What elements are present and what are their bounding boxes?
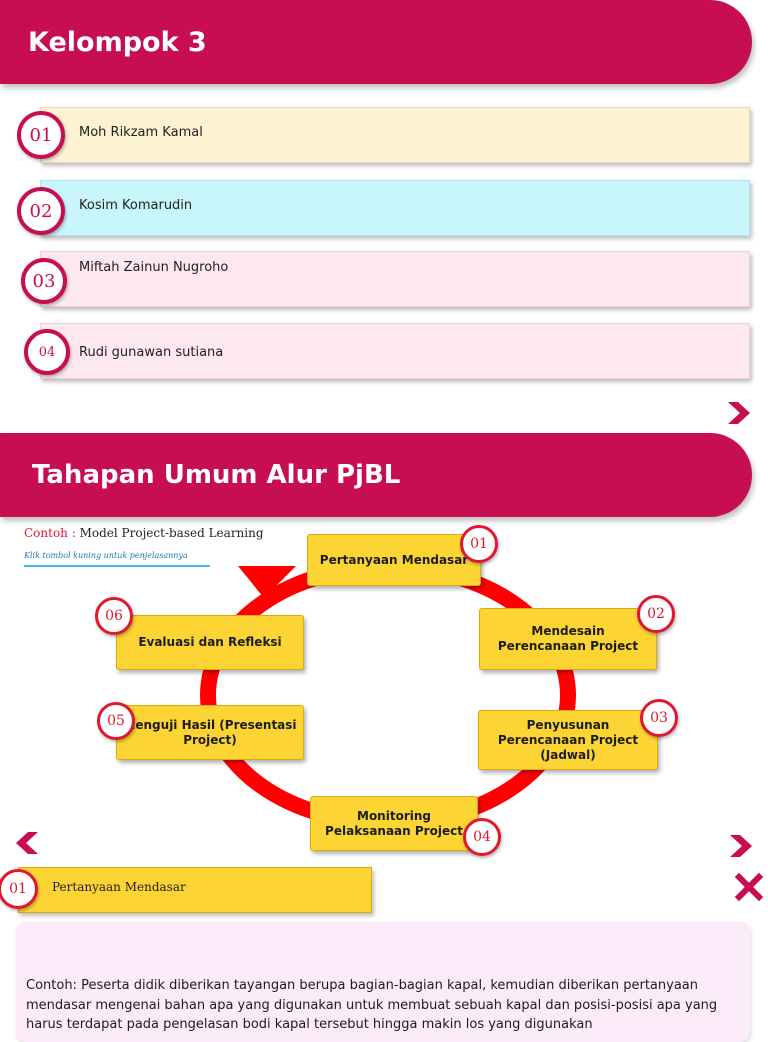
member-name: Rudi gunawan sutiana bbox=[79, 345, 224, 360]
member-number-badge: 04 bbox=[24, 329, 70, 375]
chevron-right-icon[interactable] bbox=[724, 398, 754, 428]
stages-title: Tahapan Umum Alur PjBL bbox=[32, 460, 401, 490]
member-number-badge: 03 bbox=[21, 258, 67, 304]
step-4-number: 04 bbox=[463, 818, 501, 856]
step-1-button[interactable]: Pertanyaan Mendasar bbox=[307, 534, 481, 586]
step-2-number: 02 bbox=[637, 595, 675, 633]
example-value: Model Project-based Learning bbox=[79, 526, 264, 540]
member-row-3: Miftah Zainun Nugroho bbox=[40, 251, 750, 307]
group-banner: Kelompok 3 bbox=[0, 0, 752, 84]
member-number-badge: 01 bbox=[17, 111, 65, 159]
close-icon[interactable] bbox=[734, 872, 764, 902]
step-5-number: 05 bbox=[97, 702, 135, 740]
detail-number: 01 bbox=[0, 869, 38, 909]
hint-underline bbox=[24, 565, 210, 567]
detail-title: Pertanyaan Mendasar bbox=[52, 880, 186, 894]
chevron-left-icon[interactable] bbox=[12, 828, 42, 858]
step-3-button[interactable]: Penyusunan Perencanaan Project (Jadwal) bbox=[478, 710, 658, 770]
step-5-button[interactable]: Menguji Hasil (Presentasi Project) bbox=[116, 705, 304, 760]
step-6-button[interactable]: Evaluasi dan Refleksi bbox=[116, 615, 304, 670]
member-row-1: Moh Rikzam Kamal bbox=[40, 107, 750, 163]
stages-banner: Tahapan Umum Alur PjBL bbox=[0, 433, 752, 517]
step-4-button[interactable]: Monitoring Pelaksanaan Project bbox=[310, 796, 478, 851]
step-6-number: 06 bbox=[95, 597, 133, 635]
example-caption: Contoh : Model Project-based Learning bbox=[24, 526, 264, 540]
step-1-number: 01 bbox=[460, 525, 498, 563]
member-name: Kosim Komarudin bbox=[79, 198, 193, 213]
hint-text: Klik tombol kuning untuk penjelasannya bbox=[24, 551, 188, 560]
chevron-right-icon[interactable] bbox=[726, 831, 756, 861]
member-number-badge: 02 bbox=[17, 187, 65, 235]
detail-content-panel: Contoh: Peserta didik diberikan tayangan… bbox=[16, 922, 750, 1042]
member-name: Miftah Zainun Nugroho bbox=[79, 260, 229, 275]
member-row-2: Kosim Komarudin bbox=[40, 180, 750, 236]
detail-header-bar: Pertanyaan Mendasar bbox=[18, 867, 372, 913]
detail-body-text: Contoh: Peserta didik diberikan tayangan… bbox=[26, 978, 718, 1032]
member-row-4: Rudi gunawan sutiana bbox=[40, 323, 750, 379]
example-label: Contoh bbox=[24, 526, 68, 540]
step-2-button[interactable]: Mendesain Perencanaan Project bbox=[479, 608, 657, 670]
group-title: Kelompok 3 bbox=[28, 26, 207, 58]
member-name: Moh Rikzam Kamal bbox=[79, 125, 203, 140]
step-3-number: 03 bbox=[640, 699, 678, 737]
